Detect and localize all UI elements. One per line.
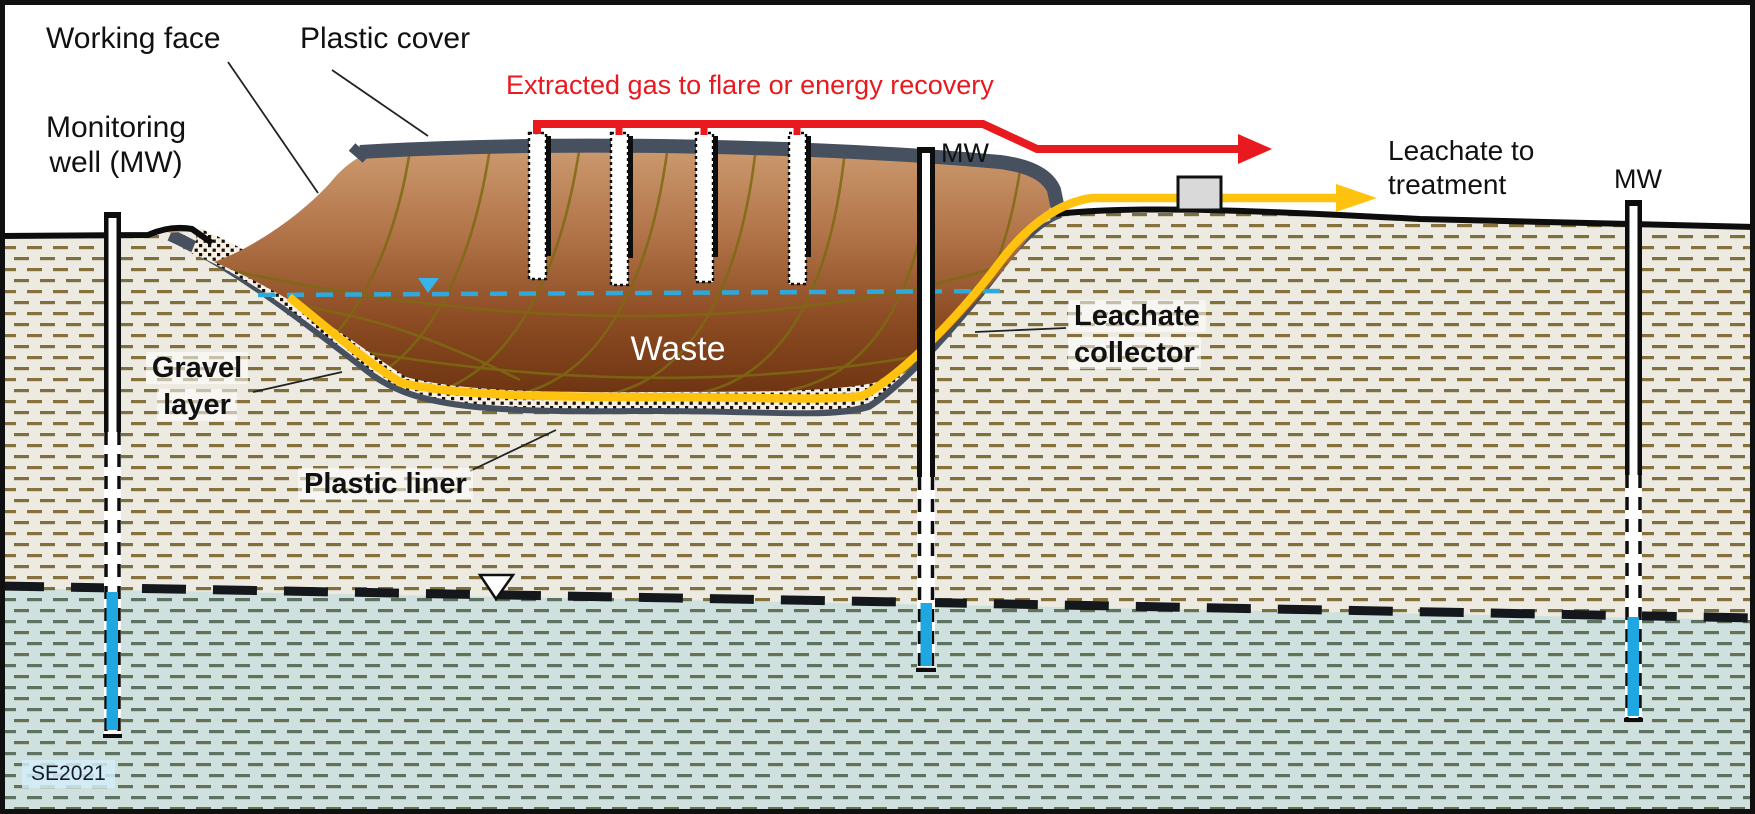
monitoring-well-right — [1624, 200, 1643, 722]
gravel-layer-label-line1: Gravel — [145, 352, 249, 384]
working-face-leader — [227, 61, 319, 194]
monitoring-well-label: Monitoring well (MW) — [26, 110, 206, 180]
pump-station — [1176, 175, 1223, 212]
waste-label: Waste — [630, 330, 726, 368]
leachate-treatment-label-line2: treatment — [1388, 169, 1507, 200]
leachate-pipe — [286, 193, 1338, 403]
cover-left-step — [348, 143, 370, 163]
leachate-collector-label-line1: Leachate — [1068, 300, 1206, 332]
plastic-cover-leader — [331, 69, 429, 137]
leader-lines — [227, 61, 1067, 472]
mw-center-label: MW — [941, 138, 989, 168]
leachate-treatment-label-line1: Leachate to — [1388, 135, 1535, 166]
plastic-liner-label: Plastic liner — [298, 468, 473, 501]
monitoring-well-left — [103, 212, 122, 738]
ground-line-left — [0, 224, 214, 246]
leachate-collector-label-line2: collector — [1068, 337, 1201, 369]
leachate-treatment-label: Leachate to treatment — [1388, 134, 1608, 202]
gravel-layer-label-line2: layer — [157, 389, 237, 421]
gravel-layer-leader — [252, 371, 343, 393]
waste-layer-lines — [214, 144, 1051, 393]
monitoring-well-label-line1: Monitoring — [45, 111, 187, 144]
monitoring-well-label-line2: well (MW) — [49, 146, 183, 179]
plastic-liner-leader — [469, 429, 557, 472]
plastic-cover-label: Plastic cover — [300, 22, 471, 55]
extracted-gas-label: Extracted gas to flare or energy recover… — [506, 70, 994, 100]
gravel-layer-label: Gravel layer — [132, 350, 262, 424]
leachate-collector-leader — [974, 327, 1067, 333]
plastic-liner-label-text: Plastic liner — [298, 468, 473, 500]
mw-right-label: MW — [1614, 164, 1662, 194]
leachate-level-marker — [418, 278, 439, 293]
monitoring-well-center — [916, 147, 936, 672]
gas-arrowhead — [1238, 134, 1272, 164]
leachate-arrowhead — [1336, 184, 1377, 212]
gas-manifold — [533, 120, 1240, 153]
working-face-label: Working face — [46, 22, 221, 55]
groundwater-region — [0, 588, 1755, 810]
plastic-cover-band — [359, 138, 1065, 211]
leachate-collector-label: Leachate collector — [1068, 298, 1248, 372]
watermark-label: SE2021 — [22, 760, 115, 788]
leachate-level-line — [257, 288, 1009, 298]
water-table-line — [0, 581, 1755, 623]
water-table-marker — [477, 573, 516, 602]
